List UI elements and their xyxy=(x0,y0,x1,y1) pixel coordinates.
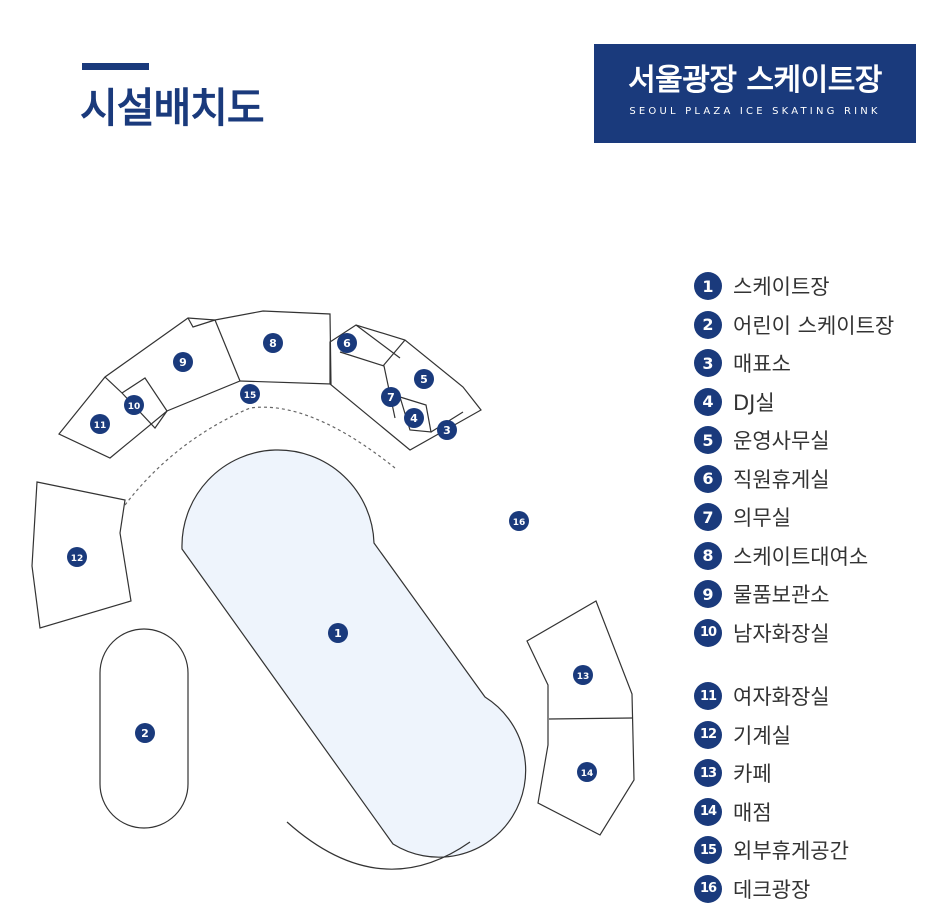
legend-item: 7 의무실 xyxy=(694,498,894,537)
legend-number-badge: 11 xyxy=(694,682,722,711)
legend-label: 매점 xyxy=(733,800,772,825)
legend-number-badge: 8 xyxy=(694,541,722,570)
svg-text:14: 14 xyxy=(581,769,594,779)
cafe-divider xyxy=(548,717,633,720)
legend-item: 4 DJ실 xyxy=(694,383,894,422)
legend-item: 8 스케이트대여소 xyxy=(694,537,894,576)
legend-item: 1 스케이트장 xyxy=(694,267,894,306)
legend-item: 5 운영사무실 xyxy=(694,421,894,460)
map-marker-14[interactable]: 14 xyxy=(577,762,597,782)
legend-number-badge: 2 xyxy=(694,310,722,339)
legend-item: 12 기계실 xyxy=(694,716,894,755)
legend-number-badge: 4 xyxy=(694,387,722,416)
logo-name-korean: 서울광장 스케이트장 xyxy=(628,63,882,98)
legend-label: 물품보관소 xyxy=(733,583,830,608)
legend-item: 14 매점 xyxy=(694,793,894,832)
main-rink-outline xyxy=(181,449,527,858)
legend-number-badge: 6 xyxy=(694,464,722,493)
legend-label: 기계실 xyxy=(733,723,791,748)
title-accent-bar xyxy=(82,63,149,70)
map-marker-4[interactable]: 4 xyxy=(404,408,424,428)
legend-number-badge: 9 xyxy=(694,580,722,609)
map-marker-9[interactable]: 9 xyxy=(173,352,193,372)
map-marker-15[interactable]: 15 xyxy=(240,384,260,404)
legend-label: 어린이 스케이트장 xyxy=(733,313,895,338)
svg-text:9: 9 xyxy=(179,356,187,369)
legend-number-badge: 14 xyxy=(694,797,722,826)
legend-label: DJ실 xyxy=(733,390,775,415)
map-marker-12[interactable]: 12 xyxy=(67,547,87,567)
svg-text:13: 13 xyxy=(577,672,590,682)
svg-text:10: 10 xyxy=(128,402,141,412)
legend-number-badge: 1 xyxy=(694,272,722,301)
map-marker-11[interactable]: 11 xyxy=(90,414,110,434)
legend-number-badge: 16 xyxy=(694,874,722,903)
map-marker-13[interactable]: 13 xyxy=(573,665,593,685)
svg-text:8: 8 xyxy=(269,337,277,350)
legend-number-badge: 3 xyxy=(694,349,722,378)
legend-item: 13 카페 xyxy=(694,754,894,793)
legend-label: 카페 xyxy=(733,762,772,787)
map-marker-8[interactable]: 8 xyxy=(263,333,283,353)
legend-label: 의무실 xyxy=(733,506,791,531)
legend-item: 10 남자화장실 xyxy=(694,614,894,653)
map-marker-1[interactable]: 1 xyxy=(328,623,348,643)
svg-text:2: 2 xyxy=(141,727,149,740)
legend-item: 3 매표소 xyxy=(694,344,894,383)
legend-item: 15 외부휴게공간 xyxy=(694,831,894,870)
legend-label: 직원휴게실 xyxy=(733,467,830,492)
rink-logo: 서울광장 스케이트장 SEOUL PLAZA ICE SKATING RINK xyxy=(594,44,916,143)
map-markers: 1 2 3 4 5 6 7 8 9 10 11 12 13 14 15 16 xyxy=(67,333,597,782)
legend-item: 9 물품보관소 xyxy=(694,575,894,614)
svg-text:16: 16 xyxy=(513,518,526,528)
legend-item: 6 직원휴게실 xyxy=(694,460,894,499)
legend-number-badge: 7 xyxy=(694,503,722,532)
svg-text:1: 1 xyxy=(334,627,342,640)
svg-text:11: 11 xyxy=(94,421,107,431)
legend-label: 남자화장실 xyxy=(733,621,830,646)
map-marker-5[interactable]: 5 xyxy=(414,369,434,389)
legend-number-badge: 12 xyxy=(694,720,722,749)
legend-label: 외부휴게공간 xyxy=(733,839,849,864)
svg-text:7: 7 xyxy=(387,391,395,404)
svg-text:4: 4 xyxy=(410,412,418,425)
legend-label: 매표소 xyxy=(733,352,791,377)
machine-room xyxy=(31,481,132,629)
page-title: 시설배치도 xyxy=(80,84,265,132)
cafe-and-snack-shop xyxy=(526,600,635,836)
outer-rest-area-boundary xyxy=(124,406,396,506)
legend-item: 16 데크광장 xyxy=(694,870,894,909)
legend-label: 데크광장 xyxy=(733,877,811,902)
map-marker-6[interactable]: 6 xyxy=(337,333,357,353)
rink-outer-arc xyxy=(286,821,471,870)
svg-text:15: 15 xyxy=(244,391,257,401)
map-marker-3[interactable]: 3 xyxy=(437,420,457,440)
svg-text:3: 3 xyxy=(443,424,451,437)
legend-label: 스케이트대여소 xyxy=(733,544,869,569)
svg-text:12: 12 xyxy=(71,554,84,564)
legend-number-badge: 15 xyxy=(694,836,722,865)
legend-label: 여자화장실 xyxy=(733,685,830,710)
legend-number-badge: 10 xyxy=(694,618,722,647)
north-building xyxy=(58,310,332,459)
facility-legend: 1 스케이트장 2 어린이 스케이트장 3 매표소 4 DJ실 5 운영사무실 6 직원휴게… xyxy=(694,267,894,908)
legend-label: 운영사무실 xyxy=(733,429,830,454)
map-marker-10[interactable]: 10 xyxy=(124,395,144,415)
legend-number-badge: 13 xyxy=(694,759,722,788)
svg-text:6: 6 xyxy=(343,337,351,350)
map-marker-2[interactable]: 2 xyxy=(135,723,155,743)
legend-item: 11 여자화장실 xyxy=(694,677,894,716)
map-marker-16[interactable]: 16 xyxy=(509,511,529,531)
legend-number-badge: 5 xyxy=(694,426,722,455)
logo-name-english: SEOUL PLAZA ICE SKATING RINK xyxy=(629,106,881,117)
svg-text:5: 5 xyxy=(420,373,428,386)
legend-item: 2 어린이 스케이트장 xyxy=(694,306,894,345)
map-marker-7[interactable]: 7 xyxy=(381,387,401,407)
legend-label: 스케이트장 xyxy=(733,275,830,300)
kids-rink-outline xyxy=(99,628,189,829)
